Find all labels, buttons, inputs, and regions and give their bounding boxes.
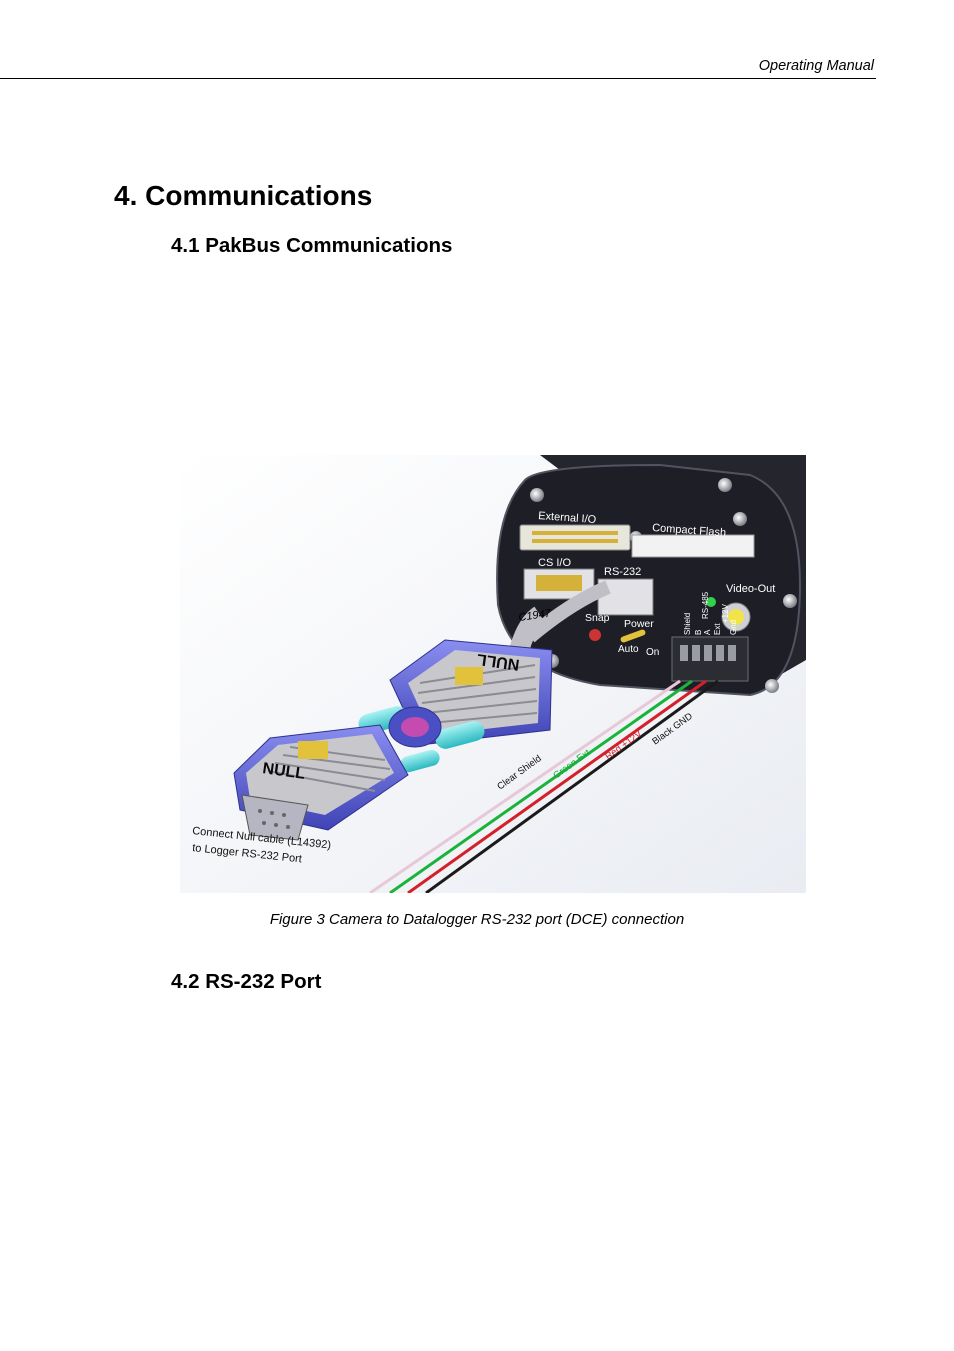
wire-green-ext — [389, 679, 693, 893]
label-terminal-12v: +12V — [721, 603, 730, 623]
label-power: Power — [624, 618, 654, 630]
label-snap: Snap — [585, 612, 610, 624]
label-null-top: NULL — [476, 650, 521, 673]
wire-red-12v — [407, 679, 707, 893]
header-rule — [0, 78, 876, 79]
thumbscrew-icon — [400, 749, 440, 773]
screw-icon — [530, 488, 544, 502]
figure-caption: Figure 3 Camera to Datalogger RS-232 por… — [269, 911, 685, 928]
label-external-io: External I/O — [538, 510, 597, 526]
screw-icon — [733, 512, 747, 526]
power-switch — [620, 629, 646, 643]
external-io-connector — [519, 524, 631, 551]
label-rs232: RS-232 — [604, 566, 641, 578]
compact-flash-slot — [631, 534, 755, 558]
null-connector-lower: NULL — [233, 724, 409, 841]
camera-illustration: External I/O Compact Flash CS I/O RS-232… — [180, 455, 806, 893]
label-compact-flash: Compact Flash — [652, 522, 727, 539]
label-terminal-rs485: RS-485 — [701, 591, 710, 619]
label-null-bottom: NULL — [261, 760, 306, 783]
snap-button-icon — [589, 629, 601, 641]
screw-icon — [718, 478, 732, 492]
screw-icon — [783, 594, 797, 608]
wire-clear-shield — [369, 679, 681, 893]
section-title-pakbus: 4.1 PakBus Communications — [171, 234, 453, 257]
wire-black-gnd — [425, 679, 719, 893]
label-terminal-gnd: Gnd — [729, 620, 738, 635]
label-terminal-shield: Shield — [683, 613, 692, 635]
section-title-rs232: 4.2 RS-232 Port — [171, 970, 322, 993]
label-auto: Auto — [618, 644, 639, 655]
label-terminal-b: B — [694, 630, 703, 635]
running-header: Operating Manual — [758, 58, 874, 74]
label-terminal-ext: Ext — [713, 623, 722, 635]
thumbscrew-icon — [435, 721, 485, 749]
label-c1947: C1947 — [518, 607, 553, 624]
camera-connection-figure: External I/O Compact Flash CS I/O RS-232… — [180, 455, 806, 893]
screw-icon — [765, 679, 779, 693]
chapter-title: 4. Communications — [114, 180, 373, 211]
status-led-icon — [706, 597, 716, 607]
label-video-out: Video-Out — [726, 583, 775, 595]
label-cs-io: CS I/O — [538, 557, 571, 569]
label-on: On — [646, 647, 659, 658]
label-terminal-a: A — [703, 629, 712, 635]
